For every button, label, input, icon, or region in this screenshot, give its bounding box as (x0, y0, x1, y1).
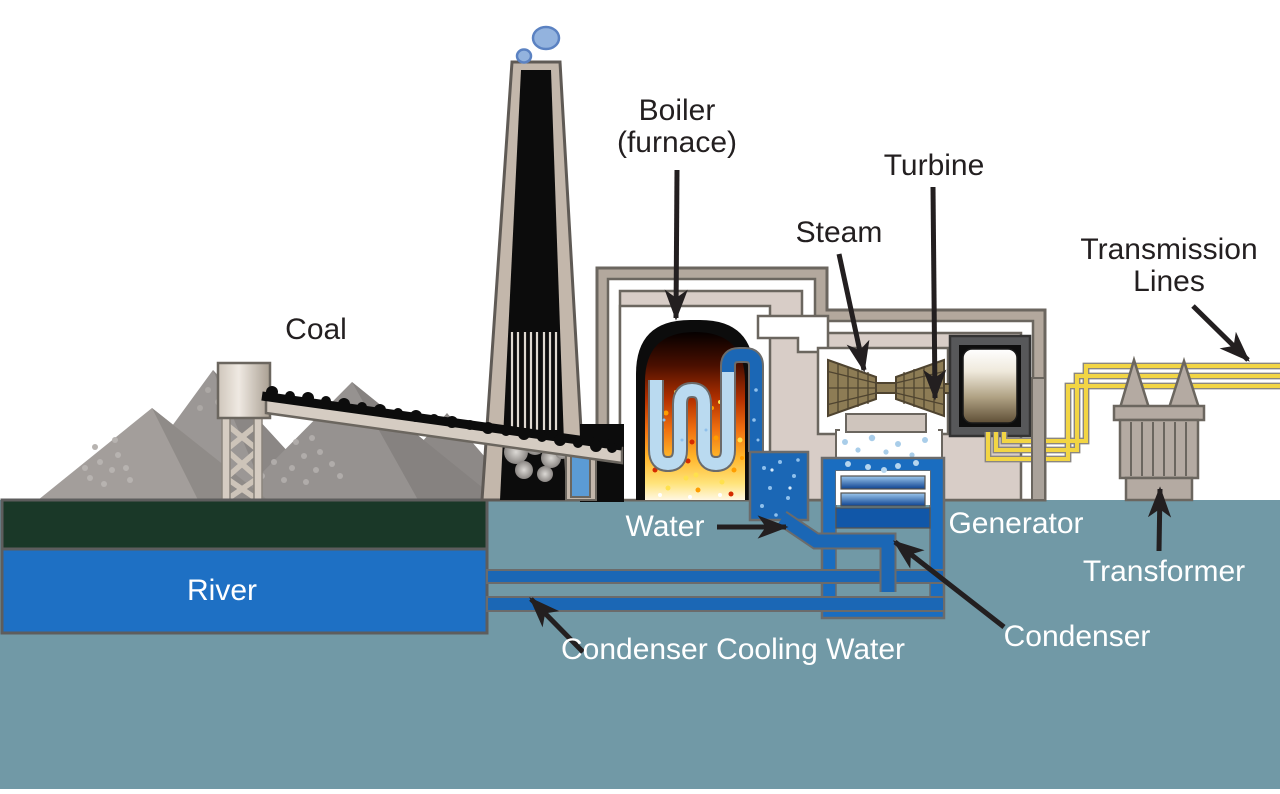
turbine-label: Turbine (883, 149, 985, 182)
building-wall-post (1031, 377, 1046, 501)
smoke-plume (515, 25, 561, 64)
cooling-water-pipes (486, 569, 945, 612)
boiler-label: Boiler (furnace) (616, 94, 738, 159)
condenser-label: Condenser (1003, 620, 1151, 653)
water-label: Water (625, 510, 705, 543)
transmission-wires (984, 362, 1280, 463)
boiler-furnace (636, 320, 764, 500)
steam-arrow (836, 253, 870, 373)
annotation-arrows (529, 169, 1250, 654)
condenser-arrow (892, 540, 1006, 629)
transmission-arrow (1191, 304, 1250, 362)
transformer-unit (1112, 355, 1206, 502)
transformer-arrow (1147, 486, 1172, 552)
conveyor-tower (216, 361, 272, 503)
cooling-water-arrow (529, 597, 585, 654)
generator-unit (948, 334, 1032, 438)
coal-label: Coal (285, 313, 347, 346)
boiler-arrow (664, 169, 688, 321)
transformer-label: Transformer (1082, 555, 1246, 588)
turbine-arrow (923, 186, 947, 401)
conveyor-belt (261, 386, 624, 465)
smokestack (480, 60, 601, 502)
boiler-tubes (648, 347, 764, 473)
river-water (0, 547, 489, 635)
condenser-internals (777, 460, 931, 592)
stack-baffles (510, 332, 558, 430)
condenser-cooling-water-label: Condenser Cooling Water (560, 633, 906, 666)
river-bank (0, 498, 489, 551)
feedwater-tank (748, 450, 810, 522)
steam-label: Steam (795, 216, 883, 249)
transmission-lines-label: Transmission Lines (1080, 233, 1258, 298)
coal-lumps (266, 386, 617, 453)
river-label: River (186, 574, 258, 607)
generator-label: Generator (948, 507, 1084, 540)
turbine-pedestal (845, 413, 927, 433)
